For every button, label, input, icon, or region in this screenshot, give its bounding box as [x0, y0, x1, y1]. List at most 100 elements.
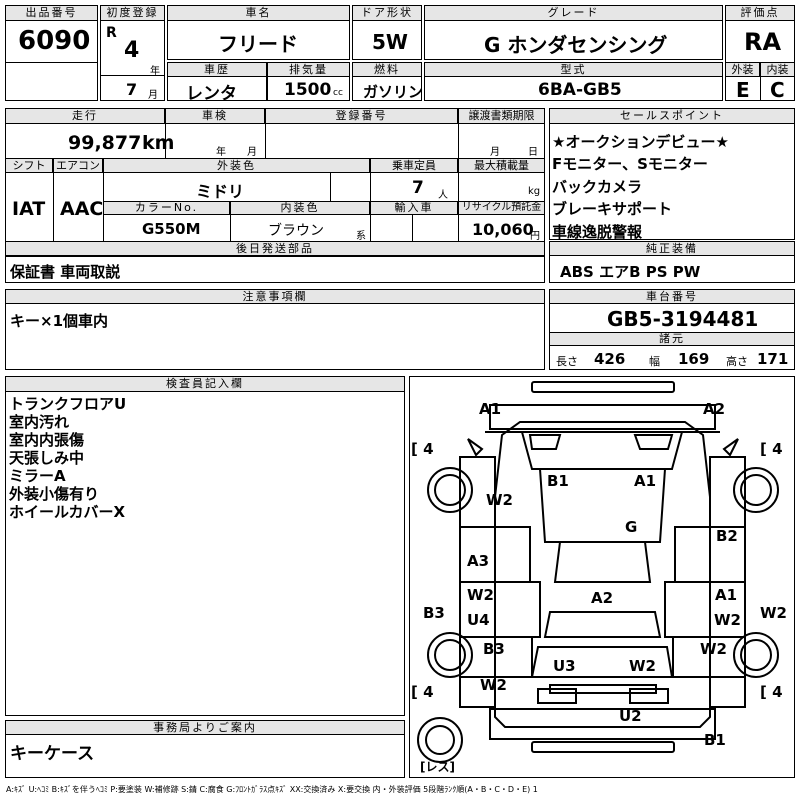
office-note: キーケース — [10, 744, 95, 764]
inspector-item: ホイールカバーX — [9, 503, 126, 521]
shift: IAT — [12, 198, 46, 220]
mark: B1 — [704, 731, 726, 749]
row2-box — [5, 108, 545, 256]
height: 171 — [757, 350, 789, 368]
inspector-item: 室内汚れ — [9, 413, 70, 431]
tire-count: [ 4 — [411, 440, 434, 458]
capacity-label: 乗車定員 — [370, 158, 458, 173]
inspect-year: 年 — [216, 147, 226, 158]
sales-item: ★オークションデビュー★ — [552, 133, 729, 151]
mark: W2 — [480, 676, 507, 694]
inspector-item: ミラーA — [9, 467, 66, 485]
mark: A1 — [634, 472, 657, 490]
intcolor: ブラウン — [268, 223, 324, 239]
lot-label: 出品番号 — [5, 5, 98, 21]
colorno-label: カラーNo. — [103, 201, 230, 215]
length: 426 — [594, 350, 626, 368]
sales-box — [549, 108, 795, 240]
sales-label: セールスポイント — [549, 108, 795, 124]
mark: B2 — [716, 527, 738, 545]
sales-item: 車線逸脱警報 — [552, 223, 643, 241]
first-reg-box — [100, 5, 165, 101]
ac: AAC — [60, 198, 104, 220]
lot-box — [5, 5, 98, 101]
score: RA — [744, 28, 782, 56]
load-label: 最大積載量 — [458, 158, 545, 173]
disp-label: 排気量 — [267, 62, 350, 77]
mileage: 99,877 — [68, 132, 142, 154]
transfer-label: 譲渡書類期限 — [458, 108, 545, 124]
spare-tire: [レス] — [420, 760, 455, 774]
import-label: 輸入車 — [370, 201, 458, 215]
inspect-label: 車検 — [165, 108, 265, 124]
score-label: 評価点 — [725, 5, 795, 21]
mark: W2 — [629, 657, 656, 675]
first-reg-label: 初度登録 — [100, 5, 165, 21]
transfer-day: 日 — [528, 147, 538, 158]
mark: U4 — [467, 611, 490, 629]
car-name: フリード — [218, 32, 298, 56]
chassis-number: GB5-3194481 — [607, 307, 759, 331]
door-label: ドア形状 — [352, 5, 422, 21]
displacement: 1500 — [284, 80, 332, 100]
mark: W2 — [714, 611, 741, 629]
notes: キー×1個車内 — [10, 312, 109, 330]
intcolor-label: 内装色 — [230, 201, 370, 215]
grade-label: グレード — [424, 5, 723, 21]
sales-item: バックカメラ — [552, 178, 643, 196]
intcolor-unit: 系 — [356, 231, 366, 242]
car-outline — [417, 381, 779, 763]
transfer-month: 月 — [490, 147, 500, 158]
mark: B1 — [547, 472, 569, 490]
car-name-label: 車名 — [167, 5, 350, 21]
mark: G — [625, 518, 638, 536]
capacity-unit: 人 — [438, 190, 448, 201]
office-label: 事務局よりご案内 — [5, 720, 405, 735]
lot-number: 6090 — [18, 26, 91, 56]
tire-count: [ 4 — [411, 683, 434, 701]
width: 169 — [678, 350, 710, 368]
car-diagram — [409, 376, 795, 778]
height-label: 高さ — [726, 355, 748, 368]
mark: A1 — [715, 586, 738, 604]
regno-label: 登録番号 — [265, 108, 458, 124]
spec-label: 諸元 — [549, 332, 795, 346]
recycle: 10,060 — [472, 220, 534, 239]
color: ミドリ — [196, 182, 245, 201]
mark: U3 — [553, 657, 576, 675]
color-label: 外装色 — [103, 158, 370, 173]
legend: A:ｷｽﾞ U:ﾍｺﾐ B:ｷｽﾞを伴うﾍｺﾐ P:要塗装 W:補修跡 S:錆 … — [6, 785, 538, 794]
tire-count: [ 4 — [760, 440, 783, 458]
mark: A3 — [467, 552, 490, 570]
model: 6BA-GB5 — [538, 80, 622, 100]
inspector-list: トランクフロアU 室内汚れ 室内内張傷 天張しみ中 ミラーA 外装小傷有り ホイ… — [9, 395, 126, 521]
inspector-item: 天張しみ中 — [9, 449, 85, 467]
mark: W2 — [700, 640, 727, 658]
later-parts-label: 後日発送部品 — [5, 241, 545, 256]
mark: A1 — [479, 400, 502, 418]
mark: W2 — [760, 604, 787, 622]
genuine-equipment: ABS エアB PS PW — [560, 263, 701, 281]
inspector-item: 室内内張傷 — [9, 431, 85, 449]
month-unit: 月 — [148, 90, 158, 101]
disp-unit: cc — [333, 88, 343, 98]
capacity: 7 — [412, 178, 424, 198]
recycle-unit: 円 — [530, 231, 540, 242]
int-grade: C — [770, 78, 785, 102]
mileage-label: 走行 — [5, 108, 165, 124]
recycle-label: リサイクル預託金 — [458, 201, 545, 215]
sales-item: ブレーキサポート — [552, 200, 673, 218]
mark: U2 — [619, 707, 642, 725]
history: レンタ — [186, 84, 237, 104]
mark: W2 — [486, 491, 513, 509]
era: R — [106, 25, 117, 41]
fuel-label: 燃料 — [352, 62, 422, 77]
reg-month: 7 — [126, 80, 138, 99]
chassis-label: 車台番号 — [549, 289, 795, 304]
history-label: 車歴 — [167, 62, 267, 77]
ext-grade: E — [736, 78, 750, 102]
notes-label: 注意事項欄 — [5, 289, 545, 304]
later-parts: 保証書 車両取説 — [10, 263, 121, 281]
length-label: 長さ — [556, 355, 578, 368]
mark: B3 — [423, 604, 445, 622]
